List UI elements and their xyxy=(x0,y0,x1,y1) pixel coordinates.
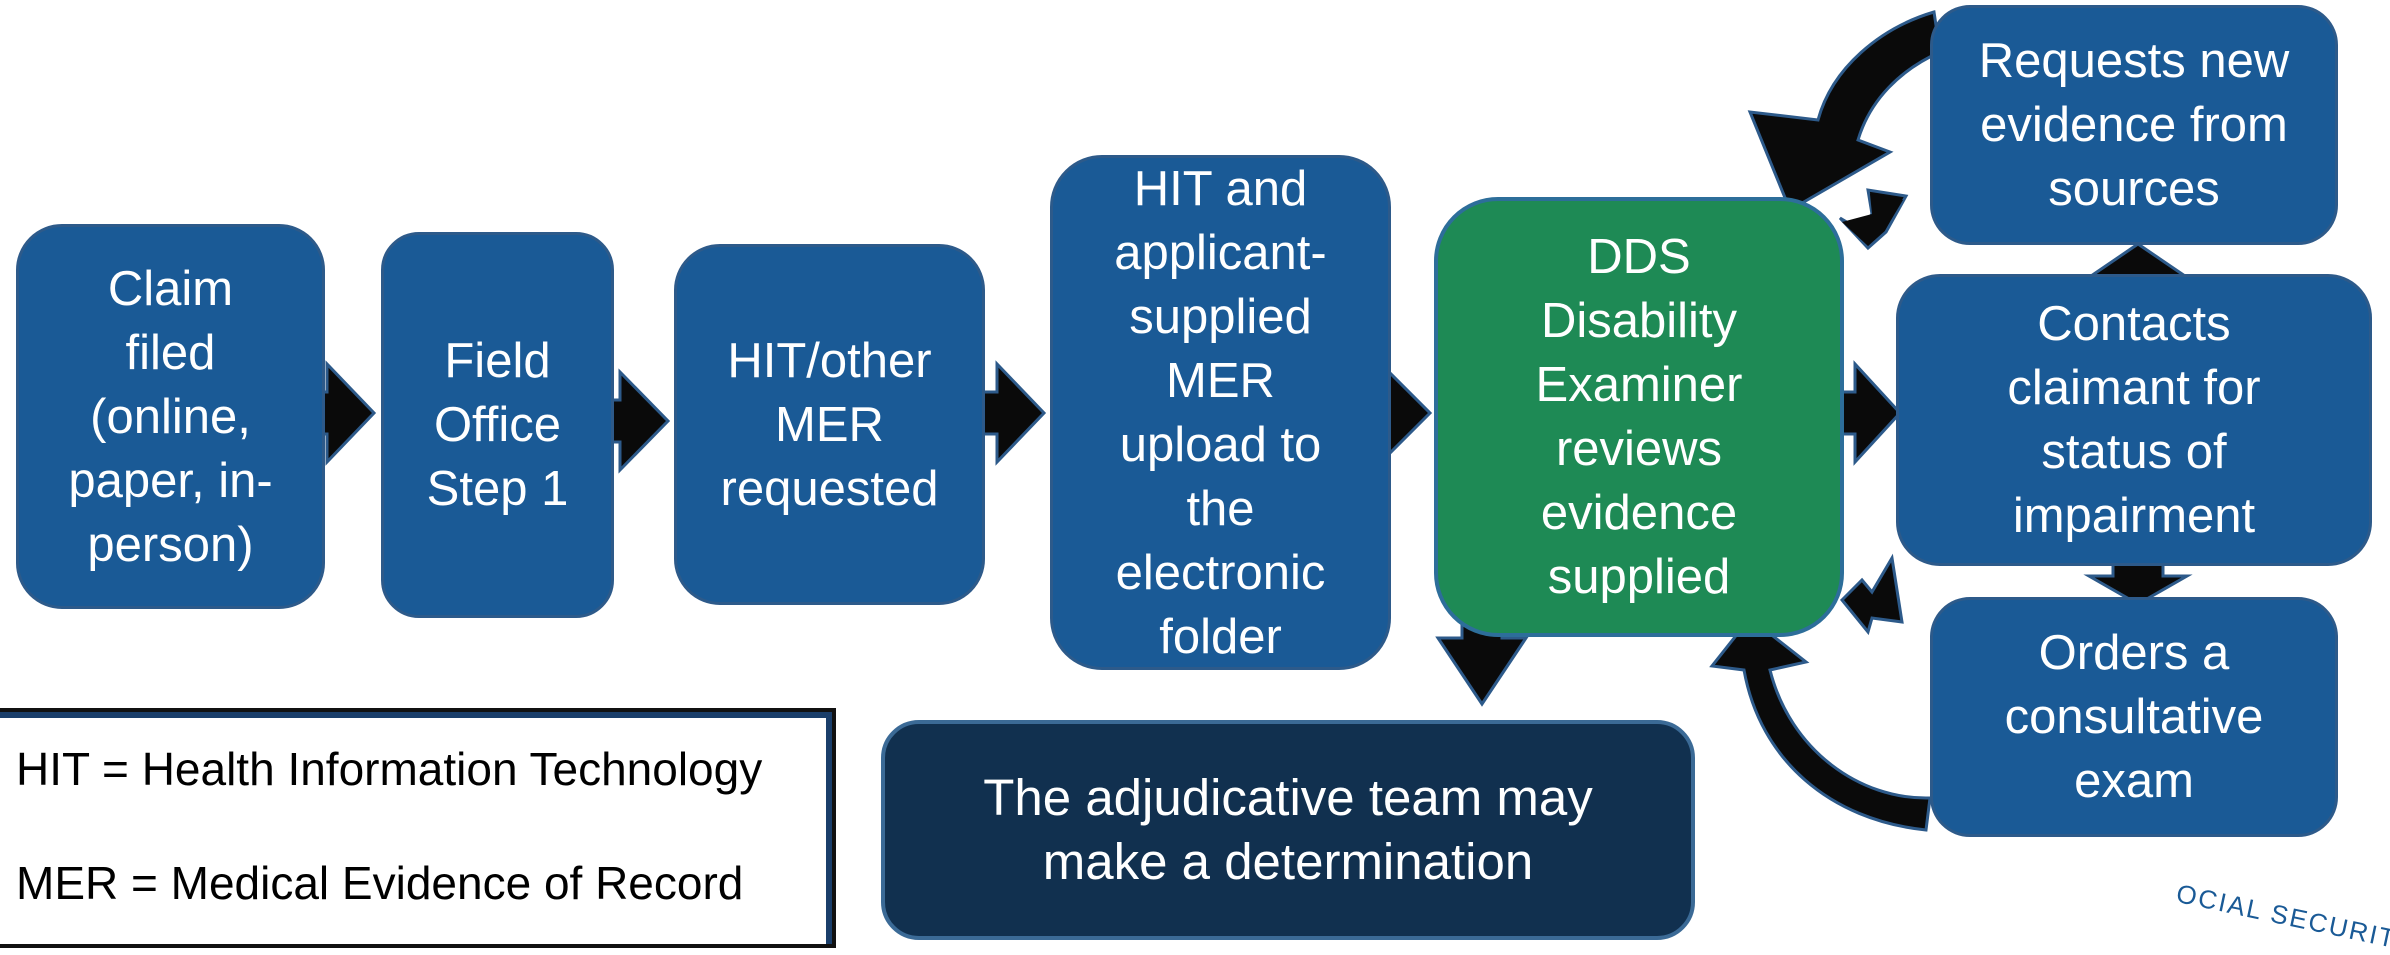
mer-upload-label: HIT and applicant- supplied MER upload t… xyxy=(1114,161,1327,664)
abbreviation-legend: HIT = Health Information Technology MER … xyxy=(0,708,836,948)
legend-hit-definition: HIT = Health Information Technology xyxy=(16,743,763,795)
claim-filed-label: Claim filed (online, paper, in- person) xyxy=(68,261,273,572)
contacts-claimant-box: Contacts claimant for status of impairme… xyxy=(1896,274,2372,566)
hit-requested-box: HIT/other MER requested xyxy=(674,244,985,605)
claim-filed-box: Claim filed (online, paper, in- person) xyxy=(16,224,325,609)
field-office-box: Field Office Step 1 xyxy=(381,232,614,618)
field-office-label: Field Office Step 1 xyxy=(426,334,569,516)
arrow-dds-to-orders xyxy=(1839,553,1904,636)
requests-evidence-box: Requests new evidence from sources xyxy=(1930,5,2338,245)
orders-exam-label: Orders a consultative exam xyxy=(2004,626,2264,808)
hit-requested-label: HIT/other MER requested xyxy=(720,333,939,516)
adjudicative-team-label: The adjudicative team may make a determi… xyxy=(983,769,1593,890)
mer-upload-box: HIT and applicant- supplied MER upload t… xyxy=(1050,155,1391,670)
adjudicative-team-box: The adjudicative team may make a determi… xyxy=(881,720,1695,940)
arrow-requests-to-dds-curved xyxy=(1747,10,1942,213)
orders-exam-box: Orders a consultative exam xyxy=(1930,597,2338,837)
legend-mer-definition: MER = Medical Evidence of Record xyxy=(16,857,744,909)
dds-review-box: DDS Disability Examiner reviews evidence… xyxy=(1434,197,1844,637)
contacts-claimant-label: Contacts claimant for status of impairme… xyxy=(2007,297,2261,543)
arrow-orders-to-dds-curved xyxy=(1709,615,1932,832)
dds-review-label: DDS Disability Examiner reviews evidence… xyxy=(1535,230,1743,604)
requests-evidence-label: Requests new evidence from sources xyxy=(1978,34,2290,216)
